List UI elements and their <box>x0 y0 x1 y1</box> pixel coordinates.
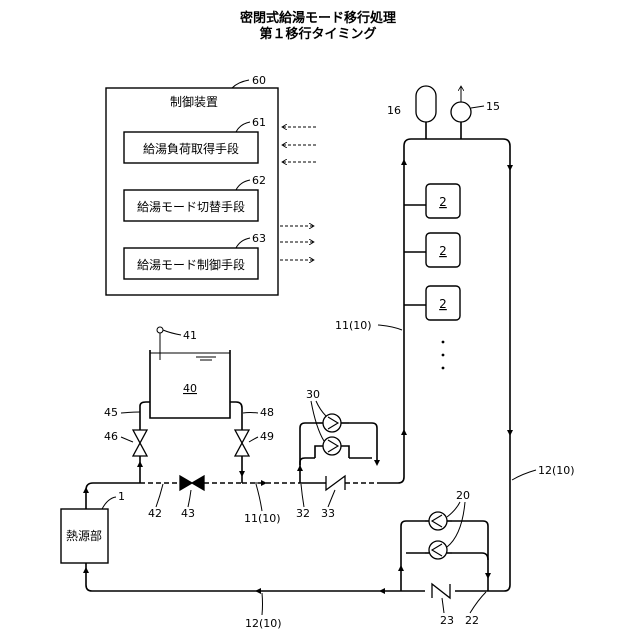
pump-20-upper <box>425 512 452 530</box>
title-line-2: 第１移行タイミング <box>259 26 376 42</box>
pump-30-upper <box>315 414 349 432</box>
storage-tank: 40 41 <box>150 327 230 418</box>
heat-source-ref: 1 <box>118 490 125 503</box>
heat-source: 熱源部 1 <box>61 490 125 563</box>
label-22: 22 <box>465 614 479 627</box>
label-49: 49 <box>260 430 274 443</box>
heat-source-label: 熱源部 <box>66 528 102 543</box>
label-23: 23 <box>440 614 454 627</box>
unit-61-ref: 61 <box>252 116 266 129</box>
unit-62-ref: 62 <box>252 174 266 187</box>
label-supply-right: 11(10) <box>335 319 372 332</box>
valve-49 <box>235 430 249 456</box>
unit-63-ref: 63 <box>252 232 266 245</box>
controller-ref: 60 <box>252 74 266 87</box>
label-20: 20 <box>456 489 470 502</box>
load-unit-1-label: 2 <box>439 195 447 209</box>
valve-43 <box>180 476 204 490</box>
label-33: 33 <box>321 507 335 520</box>
sensor-ref: 41 <box>183 329 197 342</box>
check-valve-23 <box>432 584 450 598</box>
reference-labels: 11(10) 12(10) 45 46 48 49 42 43 11(10) 3… <box>104 319 575 630</box>
unit-61-text: 給湯負荷取得手段 <box>143 141 239 156</box>
more-loads-dots <box>442 341 445 370</box>
pump-20-lower <box>425 541 452 559</box>
signal-arrows <box>280 127 316 260</box>
load-unit-2: 2 <box>426 233 460 267</box>
expansion-tank-ref: 16 <box>387 104 401 117</box>
label-42: 42 <box>148 507 162 520</box>
label-supply-bottom: 11(10) <box>244 512 281 525</box>
expansion-tank: 16 <box>387 86 436 139</box>
load-unit-3: 2 <box>426 286 460 320</box>
label-45: 45 <box>104 406 118 419</box>
load-unit-2-label: 2 <box>439 244 447 258</box>
air-vent-ref: 15 <box>486 100 500 113</box>
title-line-1: 密閉式給湯モード移行処理 <box>239 10 396 26</box>
check-valve-33 <box>300 476 345 490</box>
label-48: 48 <box>260 406 274 419</box>
label-43: 43 <box>181 507 195 520</box>
pump-30-lower <box>315 437 349 458</box>
tank-ref: 40 <box>183 382 197 395</box>
load-unit-3-label: 2 <box>439 297 447 311</box>
controller: 制御装置 60 給湯負荷取得手段 61 給湯モード切替手段 62 給湯モード制御… <box>106 74 278 295</box>
label-46: 46 <box>104 430 118 443</box>
label-return-right: 12(10) <box>538 464 575 477</box>
valve-46 <box>133 430 147 456</box>
unit-62-text: 給湯モード切替手段 <box>137 199 245 214</box>
label-30: 30 <box>306 388 320 401</box>
unit-63-text: 給湯モード制御手段 <box>137 257 245 272</box>
label-return-bottom: 12(10) <box>245 617 282 630</box>
controller-label: 制御装置 <box>170 94 218 109</box>
return-piping <box>86 521 488 591</box>
air-vent: 15 <box>451 86 500 139</box>
load-unit-1: 2 <box>426 184 460 218</box>
label-32: 32 <box>296 507 310 520</box>
